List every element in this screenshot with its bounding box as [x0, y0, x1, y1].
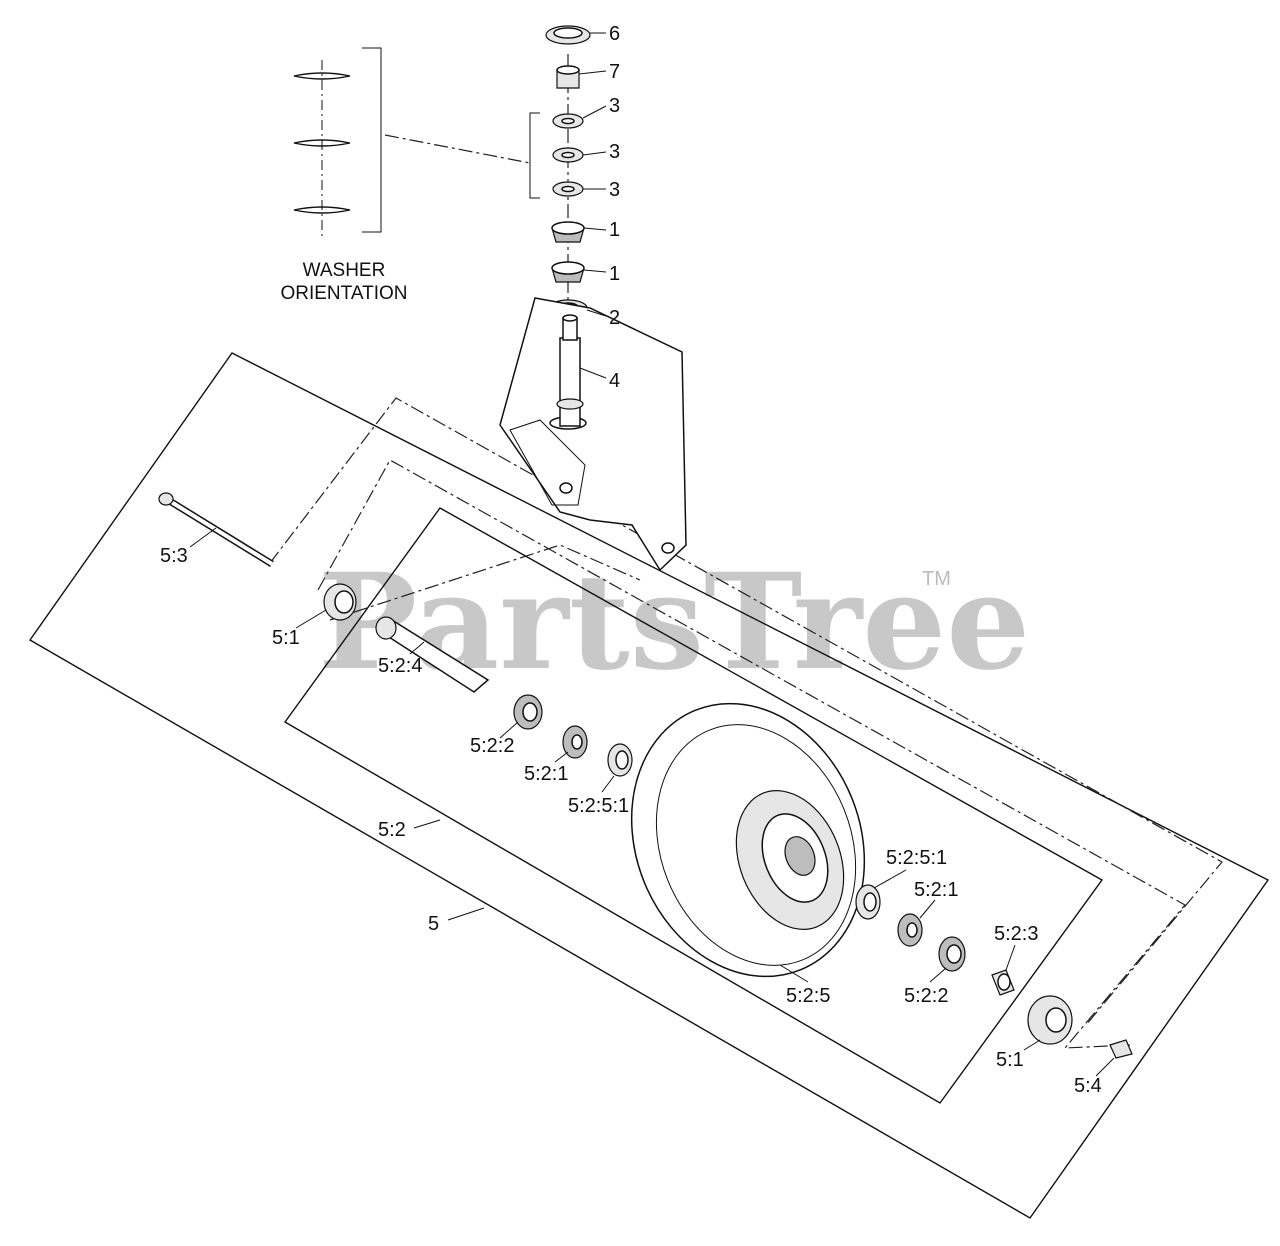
washer-orientation-inset: WASHER ORIENTATION — [280, 47, 540, 304]
bearing-cup-right-part — [938, 936, 966, 972]
bearing-cup-left-part — [513, 694, 543, 730]
assembly-5-outline — [28, 352, 1270, 1219]
yoke-centerline — [329, 544, 641, 621]
callout-3-middle: 3 — [609, 141, 620, 163]
callout-5-1-left: 5:1 — [272, 627, 300, 649]
callout-5-2-5-1-left: 5:2:5:1 — [568, 795, 629, 817]
callout-5-2-4: 5:2:4 — [378, 655, 422, 677]
axle-centerline — [317, 459, 1186, 1049]
axle-bolt-part — [158, 492, 274, 567]
bearing-cone-left-part — [562, 725, 588, 759]
assembly-5-2-outline — [283, 507, 1104, 1104]
spacer-nut-part — [991, 969, 1015, 996]
bearing-race-right-part — [855, 884, 881, 920]
callout-1-top: 1 — [609, 219, 620, 241]
callout-5-2-1-left: 5:2:1 — [524, 763, 568, 785]
axle-tube-part — [375, 616, 490, 693]
callout-5-2-2-right: 5:2:2 — [904, 985, 948, 1007]
callout-5-1-right: 5:1 — [996, 1049, 1024, 1071]
caster-yoke-part — [499, 297, 687, 572]
washer-part — [552, 113, 584, 197]
wheel-tire-part — [630, 702, 866, 978]
callout-5-2-5-1-right: 5:2:5:1 — [886, 847, 947, 869]
callout-3-bottom: 3 — [609, 179, 620, 201]
trademark-symbol: TM — [922, 568, 951, 590]
dust-cap-part — [545, 25, 591, 45]
callout-4: 4 — [609, 370, 620, 392]
bearing-cone-right-part — [897, 913, 923, 947]
callout-5-2-3: 5:2:3 — [994, 923, 1038, 945]
bearing-race-left-part — [607, 743, 633, 777]
callout-5-2-5: 5:2:5 — [786, 985, 830, 1007]
watermark-text: PartsTree — [318, 545, 1030, 700]
lock-nut-part — [1109, 1039, 1133, 1059]
spacer-right-part — [1027, 995, 1073, 1045]
bearing-cone-part — [551, 221, 585, 283]
callout-2: 2 — [609, 307, 620, 329]
axle-bolt-centerline — [269, 397, 1223, 1026]
callout-5-4: 5:4 — [1074, 1075, 1102, 1097]
washer-note-line-2: ORIENTATION — [280, 283, 407, 304]
leader-lines — [189, 32, 1115, 1077]
callout-3-top: 3 — [609, 95, 620, 117]
callout-7: 7 — [609, 61, 620, 83]
callout-5: 5 — [428, 913, 439, 935]
callout-5-2-2-left: 5:2:2 — [470, 735, 514, 757]
spacer-left-part — [323, 583, 357, 621]
spindle-part — [556, 314, 584, 427]
callout-5-2: 5:2 — [378, 819, 406, 841]
callout-1-bottom: 1 — [609, 263, 620, 285]
callout-5-2-1-right: 5:2:1 — [914, 879, 958, 901]
callout-5-3: 5:3 — [160, 545, 188, 567]
callout-6: 6 — [609, 23, 620, 45]
nut-part — [556, 65, 580, 89]
washer-note-line-1: WASHER — [303, 260, 386, 281]
